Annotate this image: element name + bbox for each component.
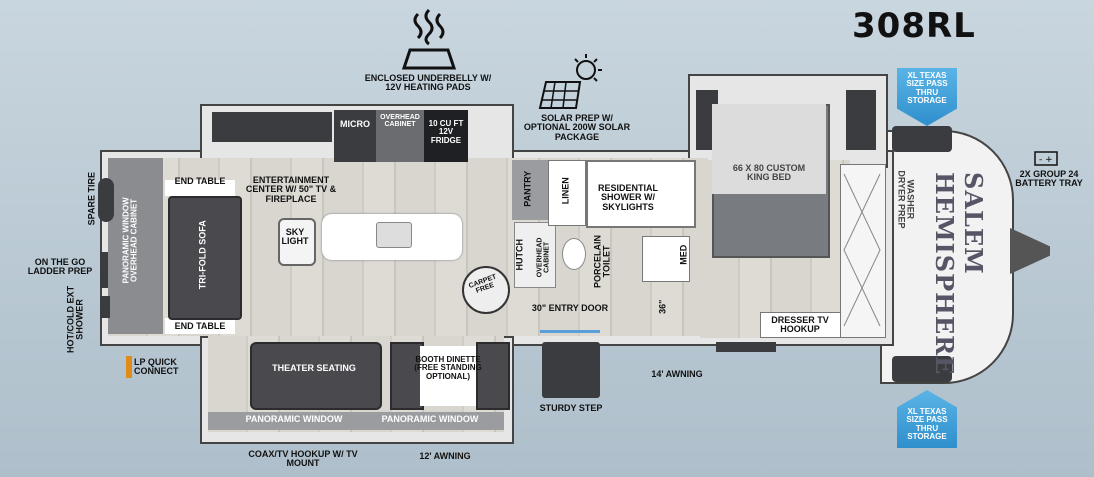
shower-label: RESIDENTIAL SHOWER W/ SKYLIGHTS: [597, 183, 658, 212]
rear-cabinet: [108, 158, 163, 334]
dinette-bench-right: [476, 342, 510, 410]
wardrobe: [840, 164, 886, 338]
sofa-label: TRI-FOLD SOFA: [197, 220, 208, 290]
sink: [376, 222, 412, 248]
svg-text:- +: - +: [1039, 155, 1053, 165]
storage-bottom-label: XL TEXAS SIZE PASS THRU STORAGE: [906, 407, 948, 442]
dinette-table: [420, 346, 476, 406]
toilet: [562, 238, 586, 270]
model-number: 308RL: [852, 6, 976, 46]
sturdy-step-label: STURDY STEP: [539, 403, 603, 413]
skylight-label: SKY LIGHT: [281, 227, 309, 247]
hutch: [514, 222, 556, 288]
micro-label: MICRO: [340, 119, 370, 129]
battery-icon: - +: [1034, 151, 1058, 166]
end-table-bottom: [165, 318, 235, 334]
washer-label: WASHER DRYER PREP: [896, 170, 916, 229]
tri-fold-sofa: [168, 196, 242, 320]
entertainment-label: ENTERTAINMENT CENTER W/ 50" TV & FIREPLA…: [245, 175, 337, 204]
microwave: [334, 110, 376, 162]
end-table-top: [165, 180, 235, 196]
ext-shower-label: HOT/COLD EXT SHOWER: [65, 285, 85, 353]
heating-pad-icon: [401, 8, 457, 70]
pano-window-1-label: PANORAMIC WINDOW: [245, 414, 343, 424]
width-36-label: 36": [657, 299, 668, 314]
ladder-label: ON THE GO LADDER PREP: [27, 257, 93, 277]
toilet-label: PORCELAIN TOILET: [592, 234, 612, 288]
panoramic-rear-label: PANORAMIC WINDOW OVERHEAD CABINET: [121, 197, 139, 284]
med-label: MED: [678, 244, 689, 265]
awning-14-label: 14' AWNING: [651, 369, 703, 379]
theater-label: THEATER SEATING: [272, 363, 356, 373]
brand-logo: SALEM HEMISPHERE: [930, 172, 988, 376]
linen-label: LINEN: [560, 177, 571, 205]
battery-label: 2X GROUP 24 BATTERY TRAY: [1015, 169, 1083, 189]
sturdy-step: [542, 342, 600, 398]
carpet-free-badge: [462, 266, 510, 314]
overhead-cabinet-top: [376, 110, 424, 162]
wardrobe-doors: [843, 173, 881, 327]
storage-top-badge: XL TEXAS SIZE PASS THRU STORAGE: [897, 68, 957, 126]
slide-window-bar: [208, 412, 504, 430]
theater-seating: [250, 342, 382, 410]
hitch: [1010, 228, 1050, 274]
spare-tire-label: SPARE TIRE: [86, 172, 97, 226]
dresser: [760, 312, 842, 338]
pano-window-2-label: PANORAMIC WINDOW: [381, 414, 479, 424]
storage-top-label: XL TEXAS SIZE PASS THRU STORAGE: [906, 71, 948, 106]
bed-linens: [712, 104, 826, 194]
dresser-label: DRESSER TV HOOKUP: [771, 315, 829, 335]
pantry-label: PANTRY: [522, 170, 533, 207]
storage-door-top: [892, 126, 952, 152]
coax-label: COAX/TV HOOKUP W/ TV MOUNT: [248, 449, 358, 469]
front-cap: [880, 130, 1014, 384]
solar-label: SOLAR PREP W/ OPTIONAL 200W SOLAR PACKAG…: [523, 113, 631, 142]
lp-label: LP QUICK CONNECT: [134, 357, 179, 377]
storage-bottom-badge: XL TEXAS SIZE PASS THRU STORAGE: [897, 390, 957, 448]
fridge-label: 10 CU FT 12V FRIDGE: [428, 119, 464, 145]
overhead-cabinet-mid-label: OVERHEAD CABINET: [536, 237, 551, 278]
fridge: [424, 110, 468, 162]
overhead-cabinet-top-label: OVERHEAD CABINET: [380, 114, 420, 129]
underbelly-label: ENCLOSED UNDERBELLY W/ 12V HEATING PADS: [364, 73, 492, 93]
ext-shower: [100, 296, 110, 318]
end-table-top-label: END TABLE: [174, 176, 226, 186]
linen: [548, 160, 586, 226]
storage-door-bottom: [892, 356, 952, 382]
bed-label: 66 X 80 CUSTOM KING BED: [732, 163, 806, 183]
spare-tire: [98, 178, 114, 222]
entry-door-label: 30" ENTRY DOOR: [531, 303, 609, 313]
bathroom-vanity: [642, 236, 690, 282]
entertainment-center: [212, 112, 332, 142]
entry-door: [540, 330, 600, 333]
skylight: [278, 218, 316, 266]
awning-12-label: 12' AWNING: [419, 451, 471, 461]
shower: [586, 160, 696, 228]
nightstand-right: [846, 90, 876, 150]
solar-panel-icon: [538, 54, 602, 109]
lp-connect: [126, 356, 132, 378]
ladder-mount: [100, 252, 108, 288]
pantry: [512, 160, 548, 220]
booth-label: BOOTH DINETTE (FREE STANDING OPTIONAL): [414, 355, 482, 381]
awning-box-14: [716, 342, 776, 352]
end-table-bottom-label: END TABLE: [174, 321, 226, 331]
hutch-label: HUTCH: [514, 238, 525, 271]
